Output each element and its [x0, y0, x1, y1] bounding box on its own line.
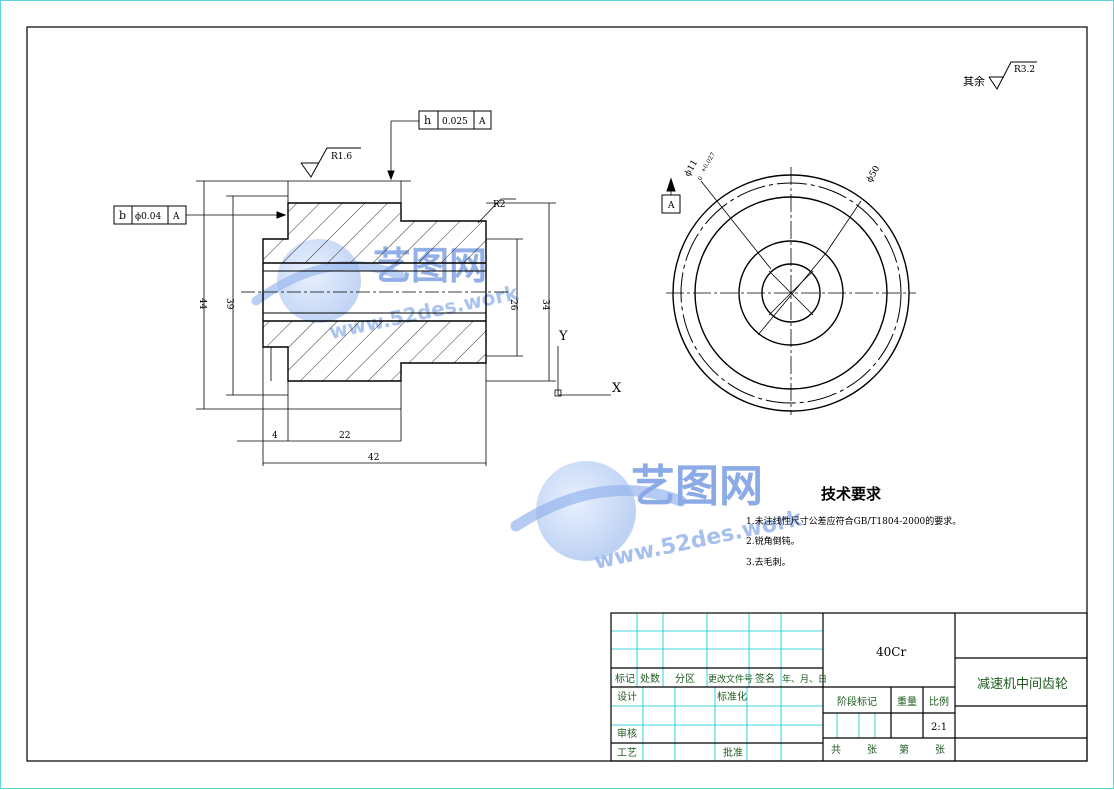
- end-view-labels: ϕ11 +0.027 0 ϕ50 A: [667, 151, 883, 211]
- tech-item: 3.去毛刺。: [746, 556, 791, 568]
- dia-outer: ϕ50: [865, 164, 883, 184]
- tech-requirements: 技术要求 1.未注线性尺寸公差应符合GB/T1804-2000的要求。 2.锐角…: [746, 485, 961, 568]
- label-stage: 阶段标记: [837, 695, 877, 708]
- tech-item: 2.锐角倒钝。: [746, 535, 800, 547]
- dim-4: 4: [272, 431, 278, 441]
- label-scale: 比例: [929, 695, 949, 708]
- rev-header: 年、月、日: [782, 673, 827, 685]
- scale-value: 2:1: [931, 722, 947, 733]
- part-name: 减速机中间齿轮: [977, 677, 1068, 692]
- dim-44: 44: [197, 298, 207, 310]
- label-sheets-total: 共: [831, 744, 841, 756]
- tol-top-symbol: h: [424, 114, 431, 127]
- tol-left-value: ϕ0.04: [135, 212, 161, 222]
- inner-frame: [26, 26, 1088, 762]
- rev-header: 签名: [755, 672, 775, 685]
- svg-text:R3.2: R3.2: [1014, 65, 1035, 75]
- tolerance-frame-top: h 0.025 A: [418, 110, 492, 130]
- label-sheets-unit: 张: [867, 744, 877, 756]
- rev-header: 更改文件号: [708, 673, 753, 685]
- dim-22: 22: [339, 431, 350, 441]
- label-standardize: 标准化: [717, 690, 747, 703]
- label-process: 工艺: [617, 747, 637, 759]
- axis-x-label: X: [612, 381, 622, 396]
- title-block: 40Cr 减速机中间齿轮 标记 处数 分区 更改文件号 签名 年、月、日 设计 …: [610, 612, 1088, 762]
- dim-39: 39: [224, 298, 234, 310]
- tech-title: 技术要求: [821, 485, 882, 503]
- watermark-brand: 艺图网: [631, 461, 763, 512]
- dia-small-tol-upper: +0.027: [700, 151, 717, 174]
- tol-top-datum: A: [478, 117, 486, 127]
- section-dimensions: 44 39 26 34 4 22 42 R2 R1.6 Y X: [197, 152, 622, 463]
- label-review: 审核: [617, 727, 637, 740]
- section-view: [186, 120, 611, 466]
- end-view: [661, 167, 916, 415]
- datum-label: A: [667, 201, 675, 211]
- label-sheet-no: 第: [899, 743, 909, 756]
- tol-left-datum: A: [172, 212, 180, 222]
- dim-26: 26: [508, 299, 518, 311]
- axis-y-label: Y: [558, 329, 568, 344]
- material: 40Cr: [876, 645, 906, 659]
- roughness-face: R1.6: [331, 152, 352, 162]
- roughness-other: 其余 R3.2: [963, 61, 1037, 90]
- rev-header: 处数: [640, 672, 660, 685]
- label-sheets-unit: 张: [935, 744, 945, 756]
- svg-text:其余: 其余: [963, 74, 985, 88]
- rev-header: 分区: [675, 673, 695, 685]
- tol-left-symbol: b: [119, 209, 126, 222]
- tech-item: 1.未注线性尺寸公差应符合GB/T1804-2000的要求。: [746, 515, 961, 527]
- dim-34: 34: [540, 299, 550, 311]
- label-approve: 批准: [723, 746, 743, 759]
- label-weight: 重量: [897, 695, 917, 708]
- label-design: 设计: [617, 690, 637, 703]
- rev-header: 标记: [615, 673, 635, 685]
- tol-top-value: 0.025: [442, 117, 468, 127]
- radius-label: R2: [493, 200, 506, 210]
- tolerance-frame-left: b ϕ0.04 A: [113, 205, 187, 225]
- dim-42: 42: [368, 453, 379, 463]
- dia-small-tol-lower: 0: [697, 175, 705, 182]
